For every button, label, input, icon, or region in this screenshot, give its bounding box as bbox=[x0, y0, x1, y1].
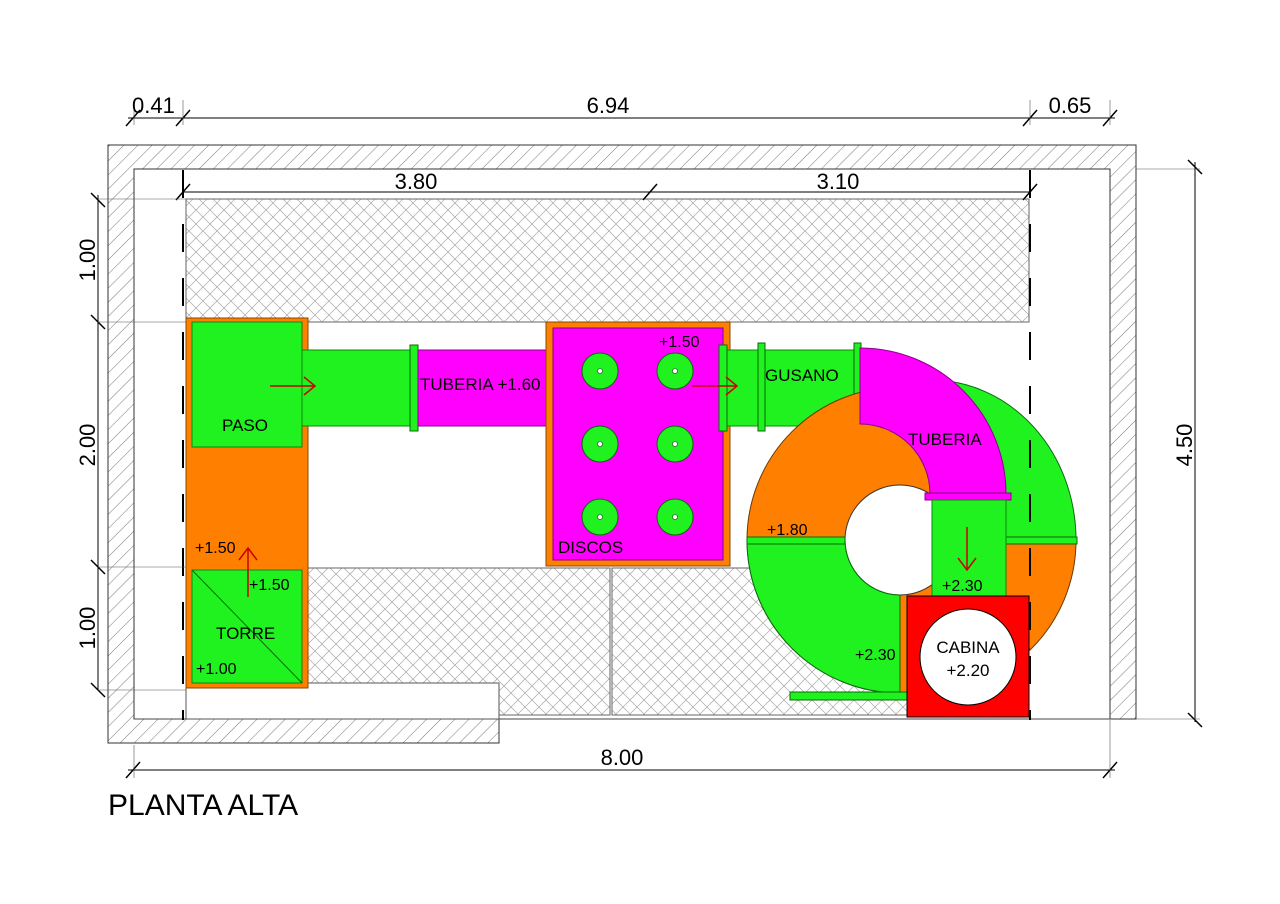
dim-left-bottom: 1.00 bbox=[75, 607, 100, 650]
arrow-right-icon bbox=[270, 376, 317, 396]
dim-left-mid: 2.00 bbox=[75, 424, 100, 467]
cabina bbox=[906, 595, 1030, 718]
level-ring-left: +1.80 bbox=[767, 522, 808, 539]
level-pipe-down: +2.30 bbox=[942, 578, 983, 595]
dim-left-top: 1.00 bbox=[75, 239, 100, 282]
disc-center bbox=[597, 441, 603, 447]
tube-collar-1 bbox=[409, 344, 419, 432]
disc-center bbox=[597, 514, 603, 520]
page-title: PLANTA ALTA bbox=[108, 789, 298, 822]
label-paso: PASO bbox=[222, 416, 268, 435]
label-tuberia-1: TUBERIA +1.60 bbox=[420, 375, 540, 394]
bench-ledge bbox=[185, 682, 500, 720]
level-discos-top: +1.50 bbox=[659, 334, 700, 351]
disc-center bbox=[672, 441, 678, 447]
level-torre-top: +1.50 bbox=[249, 577, 290, 594]
level-paso-bottom: +1.50 bbox=[195, 540, 236, 557]
dim-top-right: 0.65 bbox=[1049, 93, 1092, 118]
disc-center bbox=[672, 514, 678, 520]
label-discos: DISCOS bbox=[558, 538, 623, 557]
disc-center bbox=[672, 368, 678, 374]
dimension-lines bbox=[90, 100, 1203, 779]
label-torre: TORRE bbox=[216, 624, 275, 643]
dim-inner-right: 3.10 bbox=[817, 169, 860, 194]
disc-center bbox=[597, 368, 603, 374]
arrow-right-icon bbox=[692, 376, 739, 396]
discos-block bbox=[545, 321, 731, 567]
label-tuberia-2: TUBERIA bbox=[908, 430, 982, 449]
dim-right: 4.50 bbox=[1172, 424, 1197, 467]
label-cabina: CABINA bbox=[936, 638, 1000, 657]
label-gusano: GUSANO bbox=[765, 366, 839, 385]
dim-top-mid: 6.94 bbox=[587, 93, 630, 118]
dim-top-left: 0.41 bbox=[132, 93, 175, 118]
axis-lines bbox=[182, 170, 1031, 720]
net-area-top bbox=[185, 198, 1030, 323]
paso-block bbox=[185, 317, 309, 689]
dim-bottom: 8.00 bbox=[601, 745, 644, 770]
tuberia-elbow bbox=[859, 347, 1007, 495]
dim-inner-left: 3.80 bbox=[395, 169, 438, 194]
tuberia-pipe-1 bbox=[417, 349, 551, 427]
down-pipe bbox=[931, 499, 1007, 597]
tube-green-1 bbox=[301, 349, 415, 427]
arrow-down-icon bbox=[957, 527, 977, 572]
elbow-collar bbox=[924, 492, 1012, 501]
discs-group bbox=[581, 352, 694, 536]
level-torre-base: +1.00 bbox=[196, 661, 237, 678]
level-ring-bottom: +2.30 bbox=[855, 647, 896, 664]
arrow-up-icon bbox=[238, 546, 258, 597]
direction-arrows bbox=[238, 376, 977, 597]
label-cabina-level: +2.20 bbox=[946, 661, 989, 680]
